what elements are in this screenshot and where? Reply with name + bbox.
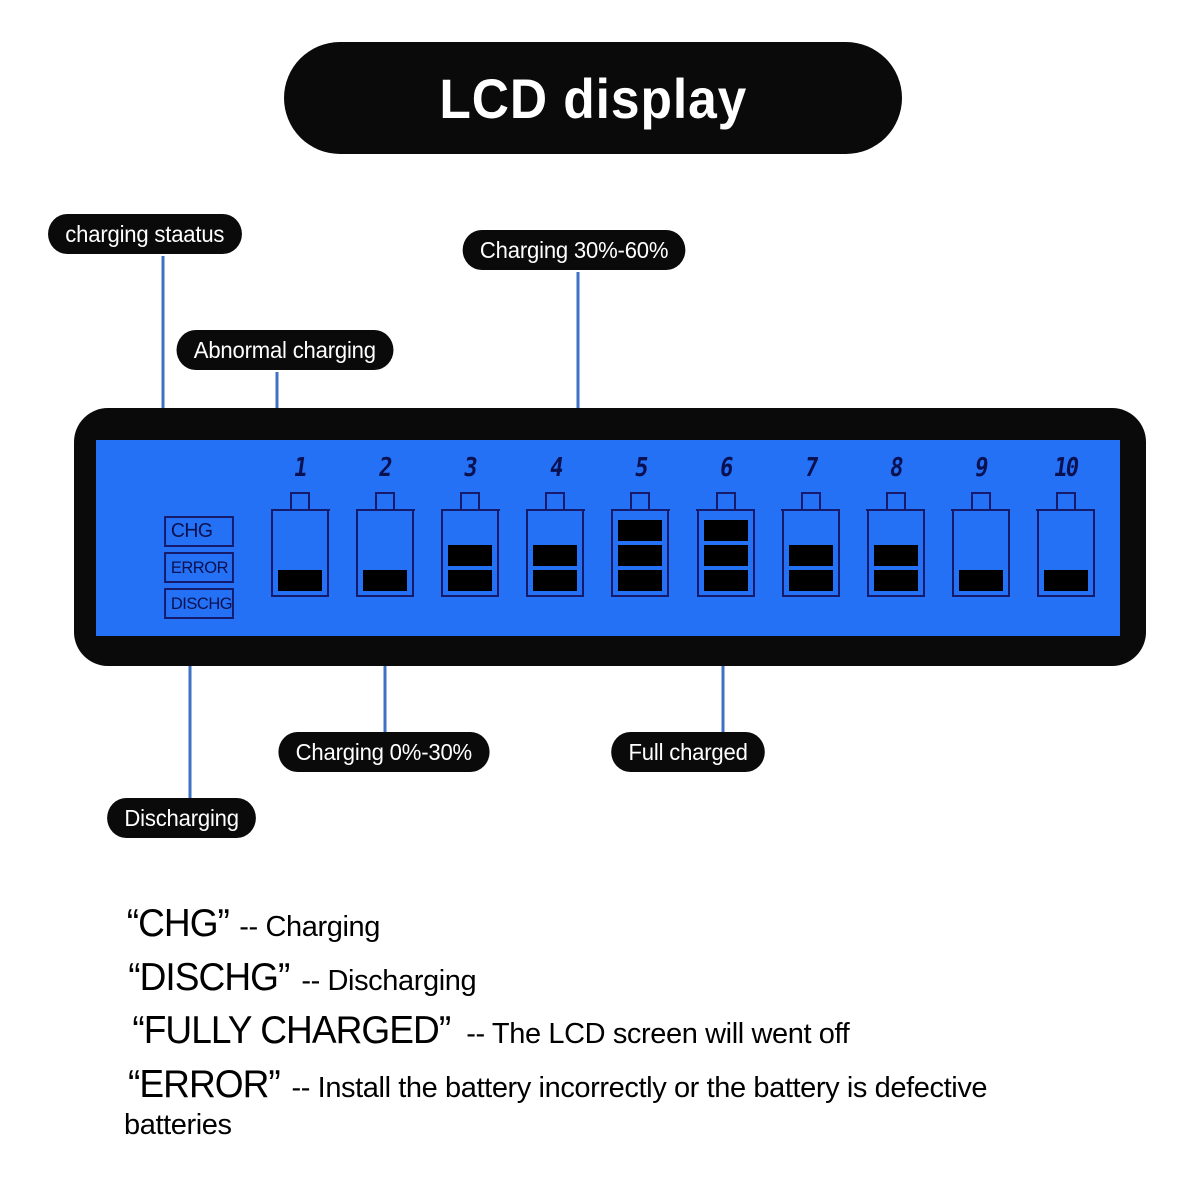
callout-charging-0-30: Charging 0%-30% <box>278 732 490 772</box>
callout-charging-status: charging staatus <box>48 214 242 254</box>
battery-terminal-icon <box>630 492 651 511</box>
callout-charging-30-60: Charging 30%-60% <box>462 230 686 270</box>
lcd-battery-slot-row: 1 2 3 4 5 6 7 8 9 10 <box>268 452 1098 622</box>
battery-slot-number: 1 <box>292 453 308 483</box>
battery-level-indicator <box>866 508 926 597</box>
battery-slot: 4 <box>523 452 587 622</box>
battery-terminal-icon <box>375 492 396 511</box>
legend-line: “FULLY CHARGED” -- The LCD screen will w… <box>124 1007 1074 1055</box>
lcd-screen <box>96 440 1120 636</box>
battery-icon <box>866 492 926 597</box>
status-indicator-error: ERROR <box>164 552 234 583</box>
battery-terminal-icon <box>715 492 736 511</box>
battery-slot: 1 <box>268 452 332 622</box>
callout-discharging: Discharging <box>107 798 257 838</box>
battery-level-bar <box>703 545 748 566</box>
legend-definition: -- Charging <box>231 911 380 943</box>
battery-terminal-icon <box>800 492 821 511</box>
battery-level-indicator <box>951 508 1011 597</box>
battery-icon <box>696 492 756 597</box>
battery-slot: 2 <box>353 452 417 622</box>
battery-level-indicator <box>270 508 330 597</box>
battery-level-bar <box>533 570 578 591</box>
battery-slot-number: 3 <box>462 453 479 483</box>
legend-term: “ERROR” <box>127 1062 281 1106</box>
battery-slot-number: 2 <box>377 453 394 483</box>
battery-level-bar <box>873 545 918 566</box>
battery-level-bar <box>703 570 748 591</box>
battery-terminal-icon <box>545 492 566 511</box>
battery-slot: 6 <box>694 452 758 622</box>
legend-term: “CHG” <box>126 902 230 945</box>
battery-slot-number: 6 <box>717 453 734 483</box>
callout-abnormal-charging: Abnormal charging <box>176 330 394 370</box>
battery-level-bar <box>618 570 663 591</box>
battery-slot: 7 <box>779 452 843 622</box>
battery-terminal-icon <box>290 492 310 511</box>
lcd-status-indicator-group: CHG ERROR DISCHG <box>163 516 235 619</box>
battery-slot: 3 <box>438 452 502 622</box>
battery-slot: 9 <box>949 452 1013 622</box>
battery-level-bar <box>618 545 663 566</box>
legend-line: “DISCHG” -- Discharging <box>124 954 1074 1002</box>
battery-slot-number: 5 <box>632 453 649 483</box>
legend-line: “ERROR” -- Install the battery incorrect… <box>124 1061 1074 1144</box>
battery-level-bar <box>788 545 833 566</box>
legend-term: “DISCHG” <box>128 955 290 999</box>
page-title: LCD display <box>439 66 747 130</box>
battery-slot-number: 4 <box>547 453 564 483</box>
battery-icon <box>440 492 500 597</box>
battery-icon <box>525 492 585 597</box>
legend-term: “FULLY CHARGED” <box>132 1009 451 1053</box>
battery-terminal-icon <box>885 492 906 511</box>
battery-level-bar <box>703 520 748 541</box>
battery-level-indicator <box>610 508 670 597</box>
legend-line: “CHG” -- Charging <box>124 900 1074 948</box>
battery-level-bar <box>363 570 408 591</box>
battery-icon <box>781 492 841 597</box>
battery-slot: 8 <box>864 452 928 622</box>
battery-icon <box>610 492 670 597</box>
battery-level-bar <box>448 570 493 591</box>
battery-icon <box>1036 492 1096 597</box>
battery-level-indicator <box>525 508 585 597</box>
battery-terminal-icon <box>460 492 481 511</box>
status-indicator-dischg: DISCHG <box>164 588 234 619</box>
battery-level-bar <box>1043 570 1088 591</box>
battery-slot-number: 10 <box>1052 453 1080 483</box>
battery-level-bar <box>278 570 322 591</box>
battery-icon <box>355 492 415 597</box>
battery-slot-number: 9 <box>972 453 989 483</box>
battery-slot: 10 <box>1034 452 1098 622</box>
status-indicator-chg: CHG <box>164 516 234 547</box>
battery-level-bar <box>448 545 493 566</box>
battery-level-indicator <box>781 508 841 597</box>
battery-level-bar <box>958 570 1003 591</box>
battery-slot: 5 <box>608 452 672 622</box>
battery-slot-number: 8 <box>887 453 904 483</box>
battery-level-bar <box>788 570 833 591</box>
legend-definition: -- Discharging <box>293 964 477 997</box>
legend-definition: -- The LCD screen will went off <box>458 1018 850 1051</box>
battery-level-indicator <box>440 508 500 597</box>
battery-level-indicator <box>696 508 756 597</box>
callout-full-charged: Full charged <box>611 732 765 772</box>
page-title-pill: LCD display <box>284 42 902 154</box>
battery-level-bar <box>533 545 578 566</box>
legend-definition: -- Install the battery incorrectly or th… <box>124 1071 988 1142</box>
battery-icon <box>270 492 330 597</box>
battery-level-indicator <box>355 508 415 597</box>
battery-slot-number: 7 <box>802 453 819 483</box>
legend-block: “CHG” -- Charging “DISCHG” -- Discharging… <box>124 900 1074 1150</box>
battery-level-bar <box>873 570 918 591</box>
battery-icon <box>951 492 1011 597</box>
battery-level-bar <box>618 520 663 541</box>
battery-terminal-icon <box>970 492 991 511</box>
battery-terminal-icon <box>1055 492 1076 511</box>
battery-level-indicator <box>1036 508 1096 597</box>
